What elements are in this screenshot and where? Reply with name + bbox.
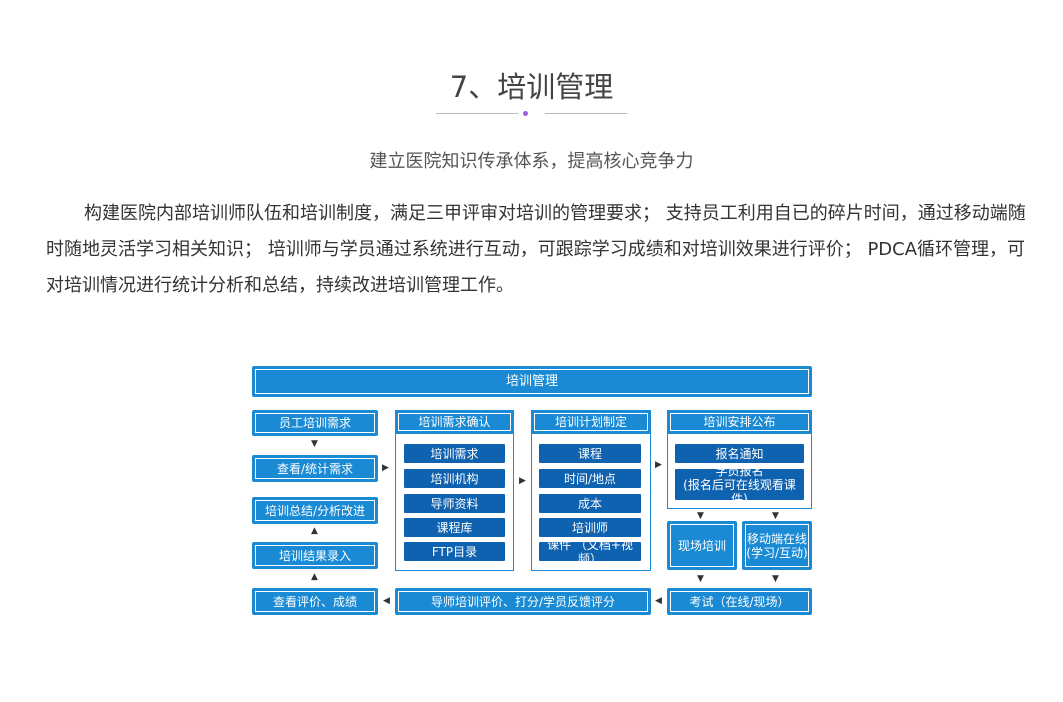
- feedback-label: 导师培训评价、打分/学员反馈评分: [398, 591, 648, 612]
- subtitle: 建立医院知识传承体系，提高核心竞争力: [369, 151, 694, 172]
- confirm-header: 培训需求确认: [395, 410, 514, 434]
- confirm-item: 培训机构: [404, 469, 505, 488]
- diagram-title-box: 培训管理: [252, 366, 812, 397]
- arrow-up-icon: ▲: [311, 526, 318, 536]
- publish-item: 报名通知: [675, 444, 804, 463]
- mobile-label: 移动端在线 (学习/互动): [745, 524, 809, 567]
- plan-item: 时间/地点: [539, 469, 641, 488]
- confirm-item: FTP目录: [404, 542, 505, 561]
- left-box: 查看评价、成绩: [252, 588, 378, 615]
- plan-header: 培训计划制定: [531, 410, 651, 434]
- left-box-label: 查看评价、成绩: [255, 591, 375, 612]
- arrow-down-icon: ▼: [697, 574, 704, 584]
- arrow-down-icon: ▼: [772, 574, 779, 584]
- onsite-box: 现场培训: [667, 521, 737, 570]
- feedback-box: 导师培训评价、打分/学员反馈评分: [395, 588, 651, 615]
- exam-label: 考试（在线/现场）: [670, 591, 809, 612]
- divider-dot: [523, 111, 528, 116]
- arrow-right-icon: ▶: [382, 463, 389, 473]
- left-box: 员工培训需求: [252, 410, 378, 436]
- confirm-item: 培训需求: [404, 444, 505, 463]
- left-box-label: 培训总结/分析改进: [255, 500, 375, 521]
- plan-item: 培训师: [539, 518, 641, 537]
- arrow-left-icon: ◀: [655, 596, 662, 606]
- publish-header: 培训安排公布: [667, 410, 812, 434]
- arrow-down-icon: ▼: [772, 511, 779, 521]
- mobile-box: 移动端在线 (学习/互动): [742, 521, 812, 570]
- exam-box: 考试（在线/现场）: [667, 588, 812, 615]
- confirm-item: 导师资料: [404, 494, 505, 513]
- publish-item: 学员报名 (报名后可在线观看课件): [675, 464, 804, 506]
- diagram-title: 培训管理: [255, 369, 809, 394]
- left-box-label: 培训结果录入: [255, 545, 375, 566]
- left-box: 查看/统计需求: [252, 455, 378, 482]
- arrow-right-icon: ▶: [655, 460, 662, 470]
- plan-item: 课件 （文档+视频）: [539, 538, 641, 566]
- left-box-label: 查看/统计需求: [255, 458, 375, 479]
- divider-left: [436, 113, 518, 114]
- plan-header-label: 培训计划制定: [534, 413, 648, 431]
- confirm-header-label: 培训需求确认: [398, 413, 511, 431]
- confirm-item: 课程库: [404, 518, 505, 537]
- left-box-label: 员工培训需求: [255, 413, 375, 433]
- description-paragraph: 构建医院内部培训师队伍和培训制度，满足三甲评审对培训的管理要求； 支持员工利用自…: [46, 203, 1026, 296]
- arrow-up-icon: ▲: [311, 572, 318, 582]
- plan-item: 成本: [539, 494, 641, 513]
- plan-item: 课程: [539, 444, 641, 463]
- left-box: 培训结果录入: [252, 542, 378, 569]
- onsite-label: 现场培训: [670, 524, 734, 567]
- page-title: 7、培训管理: [449, 70, 614, 104]
- arrow-down-icon: ▼: [697, 511, 704, 521]
- divider-right: [545, 113, 627, 114]
- arrow-down-icon: ▼: [311, 439, 318, 449]
- publish-header-label: 培训安排公布: [670, 413, 809, 431]
- arrow-right-icon: ▶: [519, 476, 526, 486]
- left-box: 培训总结/分析改进: [252, 497, 378, 524]
- arrow-left-icon: ◀: [383, 596, 390, 606]
